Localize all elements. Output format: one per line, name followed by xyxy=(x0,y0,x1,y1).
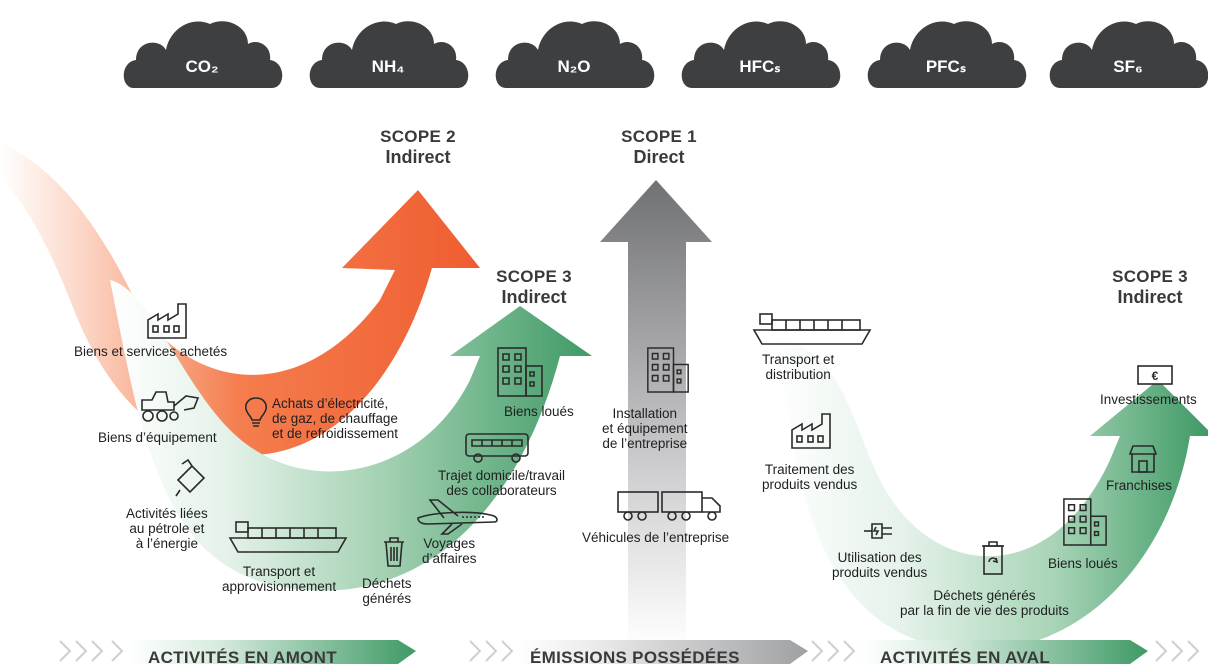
ship-icon-downstream xyxy=(752,312,872,348)
label-trajet: Trajet domicile/travail des collaborateu… xyxy=(438,468,566,498)
gas-label-hfcs: HFCₛ xyxy=(739,57,781,76)
footer-band xyxy=(59,640,1200,664)
label-franchises: Franchises xyxy=(1106,478,1173,493)
scope3-downstream-subtitle: Indirect xyxy=(1117,287,1183,307)
scope3-downstream-heading: SCOPE 3 Indirect xyxy=(1094,266,1206,308)
label-vehicules: Véhicules de l’entreprise xyxy=(582,530,730,545)
label-traitement: Traitement des produits vendus xyxy=(762,462,858,492)
factory-icon xyxy=(146,300,194,340)
cloud-pfcs xyxy=(867,21,1027,89)
recycle-bin-icon xyxy=(980,540,1006,576)
scope3-downstream-title: SCOPE 3 xyxy=(1112,267,1188,286)
label-investissements: Investissements xyxy=(1100,392,1197,407)
scope2-heading: SCOPE 2 Indirect xyxy=(358,126,478,168)
scope1-heading: SCOPE 1 Direct xyxy=(604,126,714,168)
airplane-icon xyxy=(414,496,500,536)
cloud-co2 xyxy=(123,21,283,89)
scope3-upstream-title: SCOPE 3 xyxy=(496,267,572,286)
scope2-subtitle: Indirect xyxy=(385,147,451,167)
gas-label-co2: CO₂ xyxy=(185,57,219,76)
label-utilisation: Utilisation des produits vendus xyxy=(832,550,928,580)
scope1-arrow xyxy=(600,180,712,648)
gas-label-nh4: NH₄ xyxy=(371,57,405,76)
gas-label-pfcs: PFCₛ xyxy=(925,57,967,76)
scope1-subtitle: Direct xyxy=(633,147,685,167)
store-icon xyxy=(1128,444,1158,474)
gas-label-sf6: SF₆ xyxy=(1113,57,1143,76)
svg-text:€: € xyxy=(1152,369,1159,383)
building-icon-downstream xyxy=(1062,496,1108,548)
scope3-upstream-subtitle: Indirect xyxy=(501,287,567,307)
label-biens-services: Biens et services achetés xyxy=(74,344,228,359)
ship-icon xyxy=(228,520,348,556)
label-dechets-upstream: Déchets générés xyxy=(362,576,412,606)
label-biens-equipement: Biens d’équipement xyxy=(98,430,217,445)
footer-emissions-possedees: ÉMISSIONS POSSÉDÉES xyxy=(530,648,740,667)
footer-activites-aval: ACTIVITÉS EN AVAL xyxy=(880,648,1051,667)
oil-can-icon xyxy=(172,456,208,500)
scope3-downstream-arrow xyxy=(770,340,1208,651)
label-achats-electricite: Achats d’électricité, de gaz, de chauffa… xyxy=(272,396,399,441)
building-icon xyxy=(496,346,544,398)
factory-icon-downstream xyxy=(790,410,838,450)
cloud-n2o xyxy=(495,21,655,89)
gas-label-n2o: N₂O xyxy=(557,57,591,76)
scope3-upstream-heading: SCOPE 3 Indirect xyxy=(474,266,594,308)
cloud-hfcs xyxy=(681,21,841,89)
footer-activites-amont: ACTIVITÉS EN AMONT xyxy=(148,648,337,667)
label-transport-appro: Transport et approvisionnement xyxy=(222,564,337,594)
label-biens-loues-upstream: Biens loués xyxy=(504,404,574,419)
label-installation: Installation et équipement de l’entrepri… xyxy=(602,406,688,451)
cloud-sf6 xyxy=(1049,21,1208,89)
scope2-title: SCOPE 2 xyxy=(380,127,456,146)
plug-icon xyxy=(862,520,896,542)
cloud-nh4 xyxy=(309,21,469,89)
bulldozer-icon xyxy=(138,384,202,424)
euro-note-icon: € xyxy=(1136,364,1174,386)
bus-icon xyxy=(464,432,530,464)
scope1-title: SCOPE 1 xyxy=(621,127,697,146)
building-icon-scope1 xyxy=(646,344,690,396)
label-voyages: Voyages d’affaires xyxy=(422,536,477,566)
truck-icon xyxy=(616,488,722,524)
gas-clouds xyxy=(123,21,1208,89)
label-transport-distrib: Transport et distribution xyxy=(762,352,835,382)
scope2-arrow xyxy=(0,142,480,456)
trash-icon xyxy=(382,536,406,568)
lightbulb-icon xyxy=(244,396,268,430)
label-biens-loues-downstream: Biens loués xyxy=(1048,556,1118,571)
label-activites-petrole: Activités liées au pétrole et à l’énergi… xyxy=(126,506,208,551)
label-dechets-fin: Déchets générés par la fin de vie des pr… xyxy=(900,588,1069,618)
